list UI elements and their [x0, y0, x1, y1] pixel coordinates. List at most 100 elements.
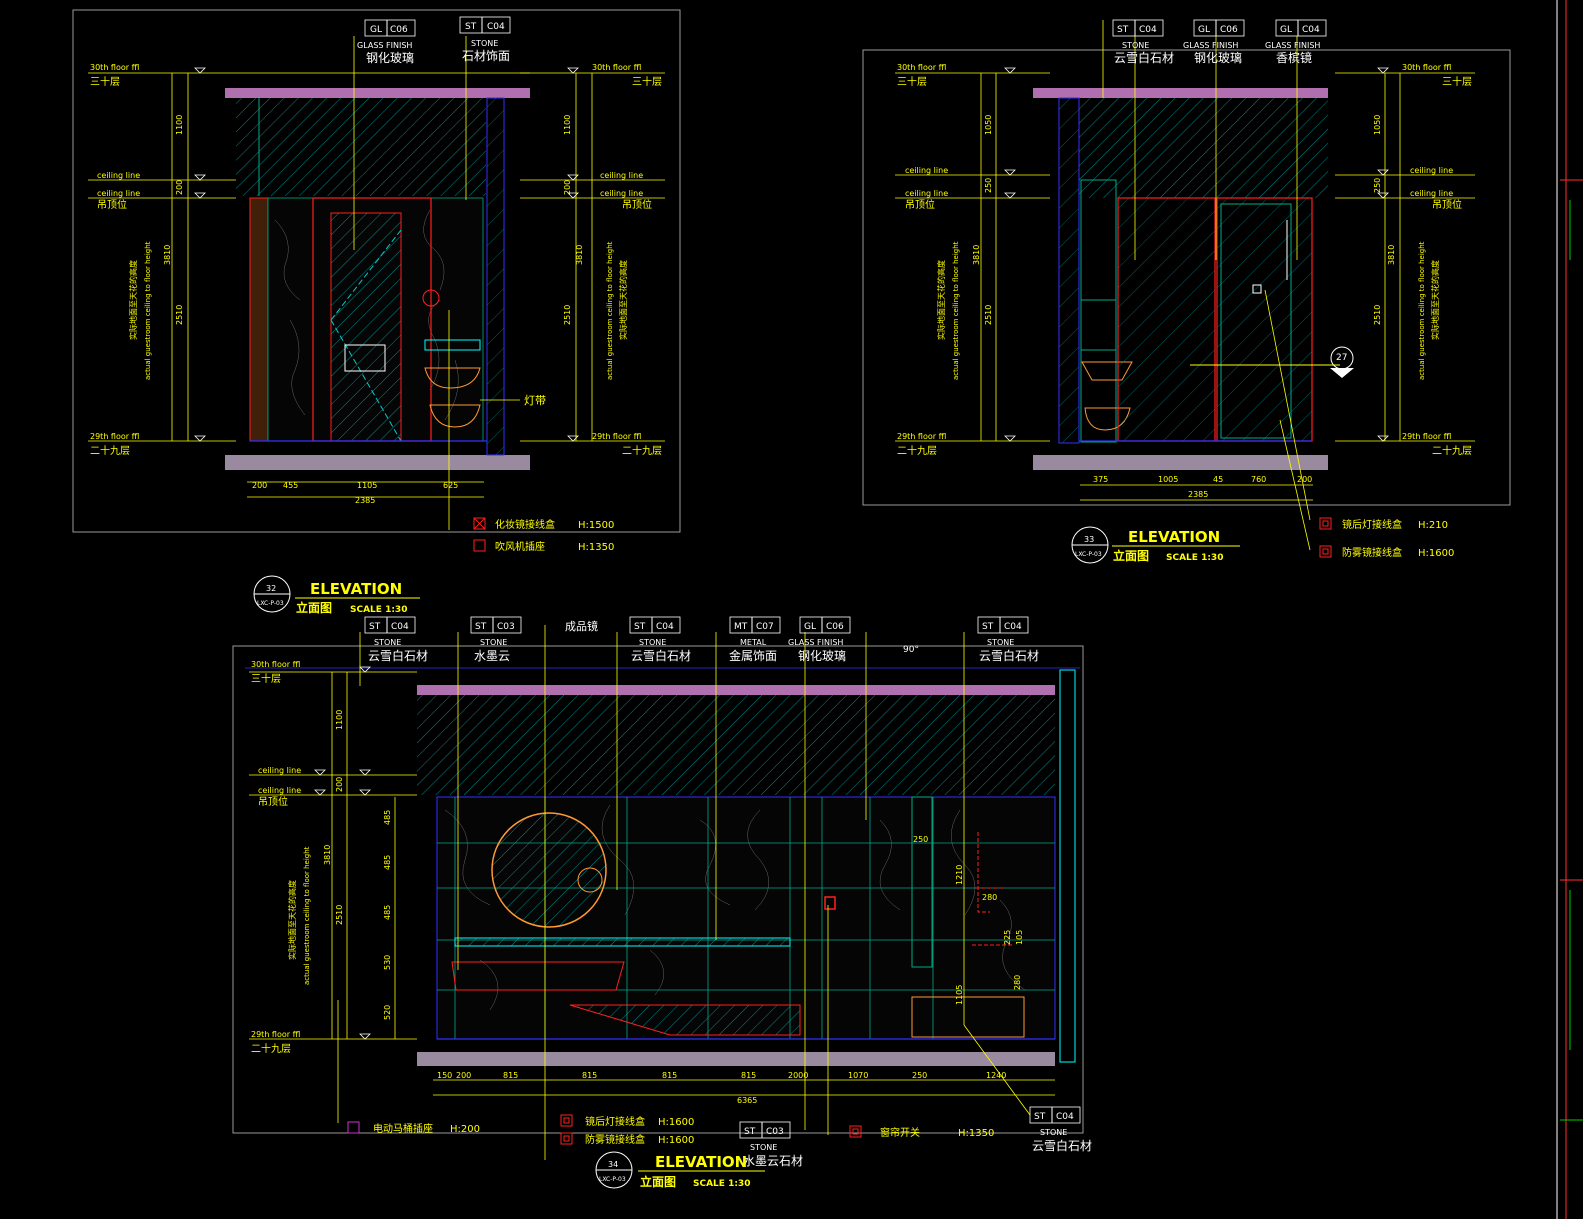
- floor30-label-r: 30th floor ffl: [1402, 63, 1451, 72]
- svg-text:34: 34: [608, 1160, 618, 1169]
- dim-h-4: 760: [1251, 475, 1266, 484]
- view-frame: [72, 9, 681, 533]
- dim-inner-4: 530: [383, 955, 392, 970]
- dim-h-3: 815: [503, 1071, 518, 1080]
- svg-text:镜后灯接线盒: 镜后灯接线盒: [585, 1115, 645, 1128]
- dim-v-r-4: 2510: [563, 305, 572, 325]
- dim-inner-5: 520: [383, 1005, 392, 1020]
- svg-text:ST: ST: [465, 22, 477, 32]
- svg-text:C04: C04: [656, 622, 674, 632]
- dim-v-1: 1050: [984, 115, 993, 135]
- svg-text:水墨云石材: 水墨云石材: [743, 1154, 803, 1168]
- vanity-counter: [424, 339, 481, 351]
- height-cn: 实际地面至天花的高度: [128, 260, 138, 340]
- dim-h-6: 815: [741, 1071, 756, 1080]
- dim-v-4: 2510: [175, 305, 184, 325]
- shower-fixture: [422, 289, 440, 307]
- height-en: actual guestroom ceiling to floor height: [952, 241, 960, 380]
- dim-v-1: 1100: [175, 115, 184, 135]
- height-cn: 实际地面至天花的高度: [287, 880, 297, 960]
- floor29-label-r: 29th floor ffl: [592, 432, 641, 441]
- svg-text:C07: C07: [756, 622, 774, 632]
- svg-text:金属饰面: 金属饰面: [729, 648, 777, 663]
- floor-slab: [225, 455, 530, 470]
- inner-dim-1: 250: [913, 835, 928, 844]
- svg-text:钢化玻璃: 钢化玻璃: [366, 51, 414, 65]
- svg-text:C06: C06: [826, 622, 844, 632]
- material-tag-2: GL C06 GLASS FINISH 钢化玻璃: [1183, 19, 1245, 65]
- svg-text:H:1350: H:1350: [578, 542, 614, 553]
- dim-v-2: 200: [175, 180, 184, 195]
- inner-dim-5: 105: [1015, 930, 1024, 945]
- dim-v-2: 200: [335, 777, 344, 792]
- legend-box-2: 镜后灯接线盒 H:210 防雾镜接线盒 H:1600: [1319, 517, 1454, 559]
- inner-dim-2: 1210: [955, 865, 964, 885]
- svg-text:C04: C04: [1004, 622, 1022, 632]
- left-wall: [1058, 97, 1080, 444]
- ceiling-line-label-r2: ceiling line: [1410, 189, 1453, 198]
- dim-v-r-2: 250: [1373, 178, 1382, 193]
- view-frame: [232, 645, 1084, 1134]
- svg-text:防雾镜接线盒: 防雾镜接线盒: [1342, 546, 1402, 559]
- svg-text:ST: ST: [475, 622, 487, 632]
- ceiling-line-label: ceiling line: [258, 766, 301, 775]
- ceiling-line-label2: ceiling line: [97, 189, 140, 198]
- shower-pipe: [972, 832, 1012, 946]
- svg-text:GL: GL: [804, 622, 816, 632]
- dim-h-1: 200: [252, 481, 267, 490]
- floor-slab: [417, 1052, 1055, 1066]
- svg-text:云雪白石材: 云雪白石材: [1114, 50, 1174, 65]
- dim-total: 2385: [1188, 490, 1208, 499]
- svg-text:SCALE 1:30: SCALE 1:30: [693, 1179, 750, 1189]
- floor29-label: 29th floor ffl: [897, 432, 946, 441]
- dim-h-2: 200: [456, 1071, 471, 1080]
- elevation-33: 30th floor ffl 三十层 30th floor ffl 三十层 ce…: [862, 19, 1511, 564]
- ceiling-void-hatch: [1079, 98, 1328, 198]
- svg-text:化妆镜接线盒: 化妆镜接线盒: [495, 518, 555, 531]
- elevation-title-33: 33 LXC-P-03 ELEVATION 立面图 SCALE 1:30: [1071, 526, 1240, 564]
- dim-v-r-1: 1050: [1373, 115, 1382, 135]
- svg-text:H:200: H:200: [450, 1124, 480, 1135]
- svg-text:GL: GL: [1280, 25, 1292, 35]
- svg-text:ELEVATION: ELEVATION: [655, 1153, 747, 1171]
- svg-text:H:1500: H:1500: [578, 520, 614, 531]
- svg-text:GL: GL: [370, 25, 382, 35]
- inner-dim-7: 1105: [955, 985, 964, 1005]
- ceiling-pos-label: 吊顶位: [905, 198, 935, 211]
- floor29-cn-label: 二十九层: [897, 444, 937, 457]
- svg-text:GLASS FINISH: GLASS FINISH: [357, 41, 412, 50]
- svg-text:SCALE 1:30: SCALE 1:30: [350, 605, 407, 615]
- ceiling-pos-label: 吊顶位: [258, 795, 288, 808]
- svg-text:石材饰面: 石材饰面: [462, 49, 510, 63]
- svg-text:MT: MT: [734, 622, 748, 632]
- svg-text:H:1600: H:1600: [1418, 548, 1454, 559]
- svg-text:LXC-P-03: LXC-P-03: [1075, 551, 1102, 558]
- height-en-r: actual guestroom ceiling to floor height: [606, 241, 614, 380]
- dim-total: 6365: [737, 1096, 757, 1105]
- dim-v-4: 2510: [984, 305, 993, 325]
- floor30-cn-label: 三十层: [897, 75, 927, 88]
- svg-text:香槟镜: 香槟镜: [1276, 50, 1312, 65]
- material-tag-5: GL C06 GLASS FINISH 钢化玻璃: [788, 616, 851, 663]
- dim-v-3: 3810: [163, 245, 172, 265]
- svg-text:C04: C04: [1056, 1112, 1074, 1122]
- svg-text:ST: ST: [982, 622, 994, 632]
- left-shelf: [249, 197, 269, 442]
- dim-h-3: 1105: [357, 481, 377, 490]
- svg-text:STONE: STONE: [987, 638, 1014, 647]
- door-panel: [1220, 203, 1292, 439]
- ceiling-line-label: ceiling line: [905, 166, 948, 175]
- floor30-label: 30th floor ffl: [90, 63, 139, 72]
- ceiling-pos-label: 吊顶位: [97, 198, 127, 211]
- ceiling-pos-label-r: 吊顶位: [622, 198, 652, 211]
- dim-h-3: 45: [1213, 475, 1223, 484]
- dim-h-2: 455: [283, 481, 298, 490]
- floor29-cn-label: 二十九层: [90, 444, 130, 457]
- material-tag-2: ST C04 STONE 石材饰面: [459, 16, 511, 63]
- elevation-title-34: 34 LXC-P-03 ELEVATION 立面图 SCALE 1:30: [595, 1151, 765, 1189]
- floor-slab: [1033, 455, 1328, 470]
- svg-text:C04: C04: [487, 22, 505, 32]
- svg-text:C03: C03: [497, 622, 515, 632]
- dim-h-5: 200: [1297, 475, 1312, 484]
- svg-text:立面图: 立面图: [1113, 548, 1149, 563]
